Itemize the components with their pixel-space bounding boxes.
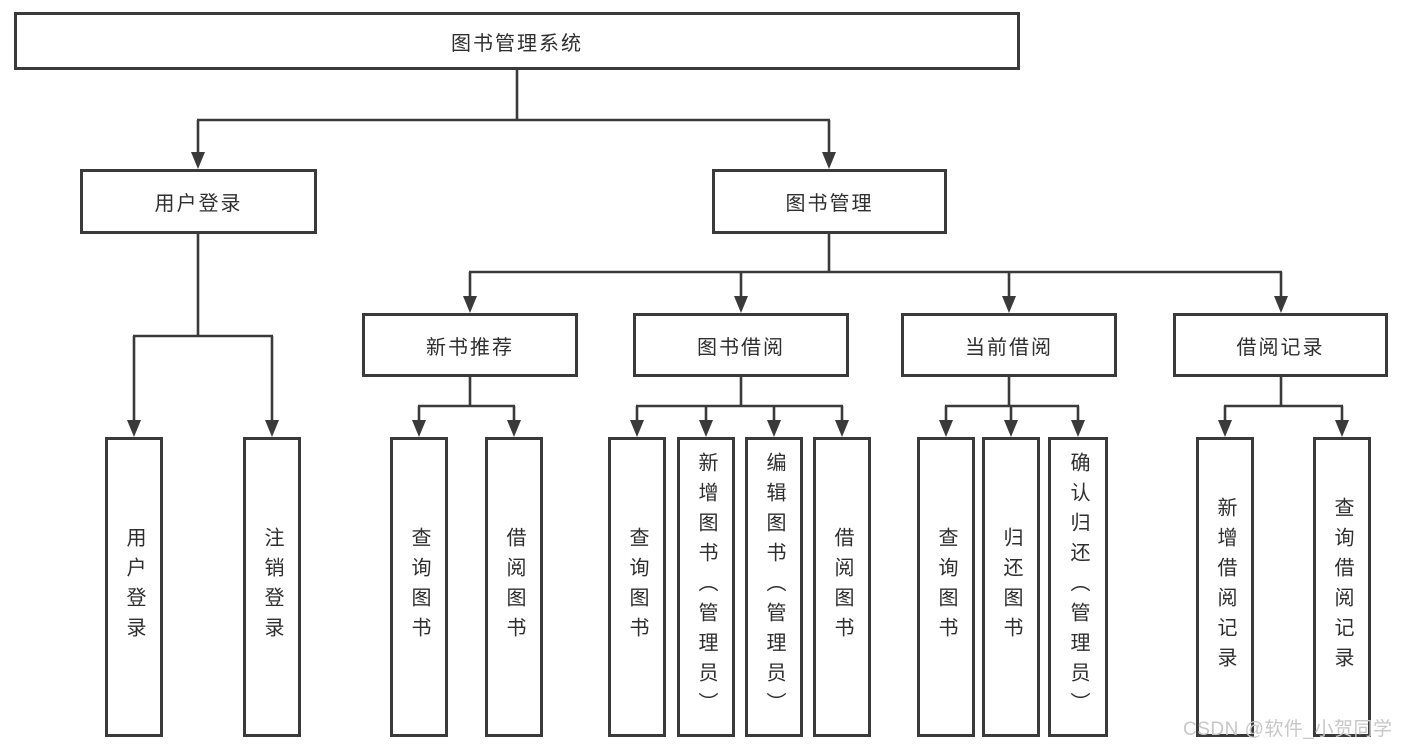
node-leaf-user-login: 用户登录 (105, 437, 163, 737)
node-leaf-br-add-record-label: 新增借阅记录 (1214, 497, 1236, 677)
node-new-book-recommend: 新书推荐 (362, 313, 578, 377)
node-borrowing-records-label: 借阅记录 (1236, 336, 1325, 359)
node-current-borrowing-label: 当前借阅 (965, 336, 1053, 359)
arrowheads (127, 152, 1349, 437)
node-leaf-bb-query-book: 查询图书 (608, 437, 666, 737)
node-leaf-cb-query-book: 查询图书 (917, 437, 975, 737)
node-leaf-bb-borrow-book-label: 借阅图书 (831, 527, 853, 647)
csdn-watermark: CSDN @软件_小贺同学 (1183, 719, 1393, 740)
node-book-borrowing: 图书借阅 (633, 313, 849, 377)
node-leaf-bb-edit-book-label: 编辑图书（管理员） (763, 452, 785, 722)
node-leaf-logout: 注销登录 (243, 437, 301, 737)
node-leaf-nb-query-book-label: 查询图书 (408, 527, 430, 647)
node-current-borrowing: 当前借阅 (901, 313, 1117, 377)
node-book-borrowing-label: 图书借阅 (697, 336, 785, 359)
node-book-management-label: 图书管理 (785, 193, 874, 215)
node-leaf-nb-query-book: 查询图书 (390, 437, 448, 737)
node-leaf-bb-add-book-label: 新增图书（管理员） (695, 452, 717, 722)
node-leaf-bb-add-book: 新增图书（管理员） (677, 437, 735, 737)
node-user-login-group-label: 用户登录 (154, 193, 243, 215)
node-leaf-nb-borrow-book-label: 借阅图书 (503, 527, 525, 647)
node-leaf-cb-confirm-return-label: 确认归还（管理员） (1067, 452, 1089, 722)
node-leaf-logout-label: 注销登录 (261, 527, 283, 647)
node-leaf-bb-query-book-label: 查询图书 (626, 527, 648, 647)
node-leaf-bb-edit-book: 编辑图书（管理员） (745, 437, 803, 737)
node-root: 图书管理系统 (14, 12, 1020, 70)
node-borrowing-records: 借阅记录 (1173, 313, 1388, 377)
node-leaf-cb-return-book-label: 归还图书 (1000, 527, 1022, 647)
node-leaf-cb-query-book-label: 查询图书 (935, 527, 957, 647)
node-leaf-cb-confirm-return: 确认归还（管理员） (1048, 437, 1108, 737)
node-leaf-cb-return-book: 归还图书 (982, 437, 1040, 737)
node-user-login-group: 用户登录 (80, 169, 317, 234)
node-root-label: 图书管理系统 (451, 32, 583, 55)
node-leaf-nb-borrow-book: 借阅图书 (485, 437, 543, 737)
node-leaf-bb-borrow-book: 借阅图书 (813, 437, 871, 737)
node-new-book-recommend-label: 新书推荐 (426, 336, 514, 359)
node-leaf-br-query-record: 查询借阅记录 (1313, 437, 1371, 737)
node-leaf-user-login-label: 用户登录 (123, 527, 145, 647)
node-book-management: 图书管理 (712, 169, 947, 234)
node-leaf-br-add-record: 新增借阅记录 (1196, 437, 1254, 737)
node-leaf-br-query-record-label: 查询借阅记录 (1331, 497, 1353, 677)
